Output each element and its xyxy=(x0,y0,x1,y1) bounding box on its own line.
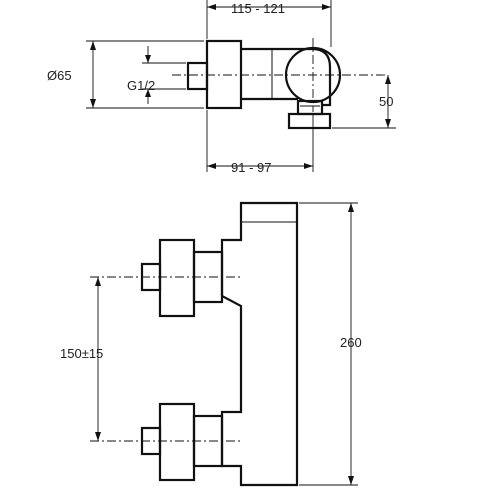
top-view-shaft xyxy=(241,47,298,101)
front-view-body-column xyxy=(220,201,299,487)
front-view-lower-inlet xyxy=(90,402,240,482)
dim-body-depth-label: 91 - 97 xyxy=(231,160,271,175)
dim-inlet-spacing-label: 150±15 xyxy=(60,346,103,361)
top-view: Ø65 G1/2 115 - 121 91 xyxy=(47,0,396,175)
dim-thread: G1/2 xyxy=(127,46,186,104)
top-view-valve-housing xyxy=(298,47,332,107)
dim-overall-height-label: 260 xyxy=(340,335,362,350)
dim-inlet-spacing: 150±15 xyxy=(60,277,103,441)
dim-axis-offset-label: 50 xyxy=(379,94,393,109)
dim-axis-offset: 50 xyxy=(332,75,396,129)
front-view-upper-inlet xyxy=(90,238,240,318)
dim-body-depth: 91 - 97 xyxy=(206,110,314,175)
dim-body-diameter: Ø65 xyxy=(47,40,204,109)
dim-thread-label: G1/2 xyxy=(127,78,155,93)
dim-overall-height: 260 xyxy=(299,202,362,486)
top-view-outlet-nozzle xyxy=(296,99,324,116)
top-view-wall-body xyxy=(205,39,243,110)
front-view: 150±15 260 xyxy=(60,201,362,487)
top-view-thread-connector xyxy=(186,61,209,91)
top-view-nozzle-base xyxy=(287,112,332,130)
dim-body-diameter-label: Ø65 xyxy=(47,68,72,83)
dim-overall-depth-label: 115 - 121 xyxy=(231,1,285,16)
dim-overall-depth: 115 - 121 xyxy=(206,0,332,47)
